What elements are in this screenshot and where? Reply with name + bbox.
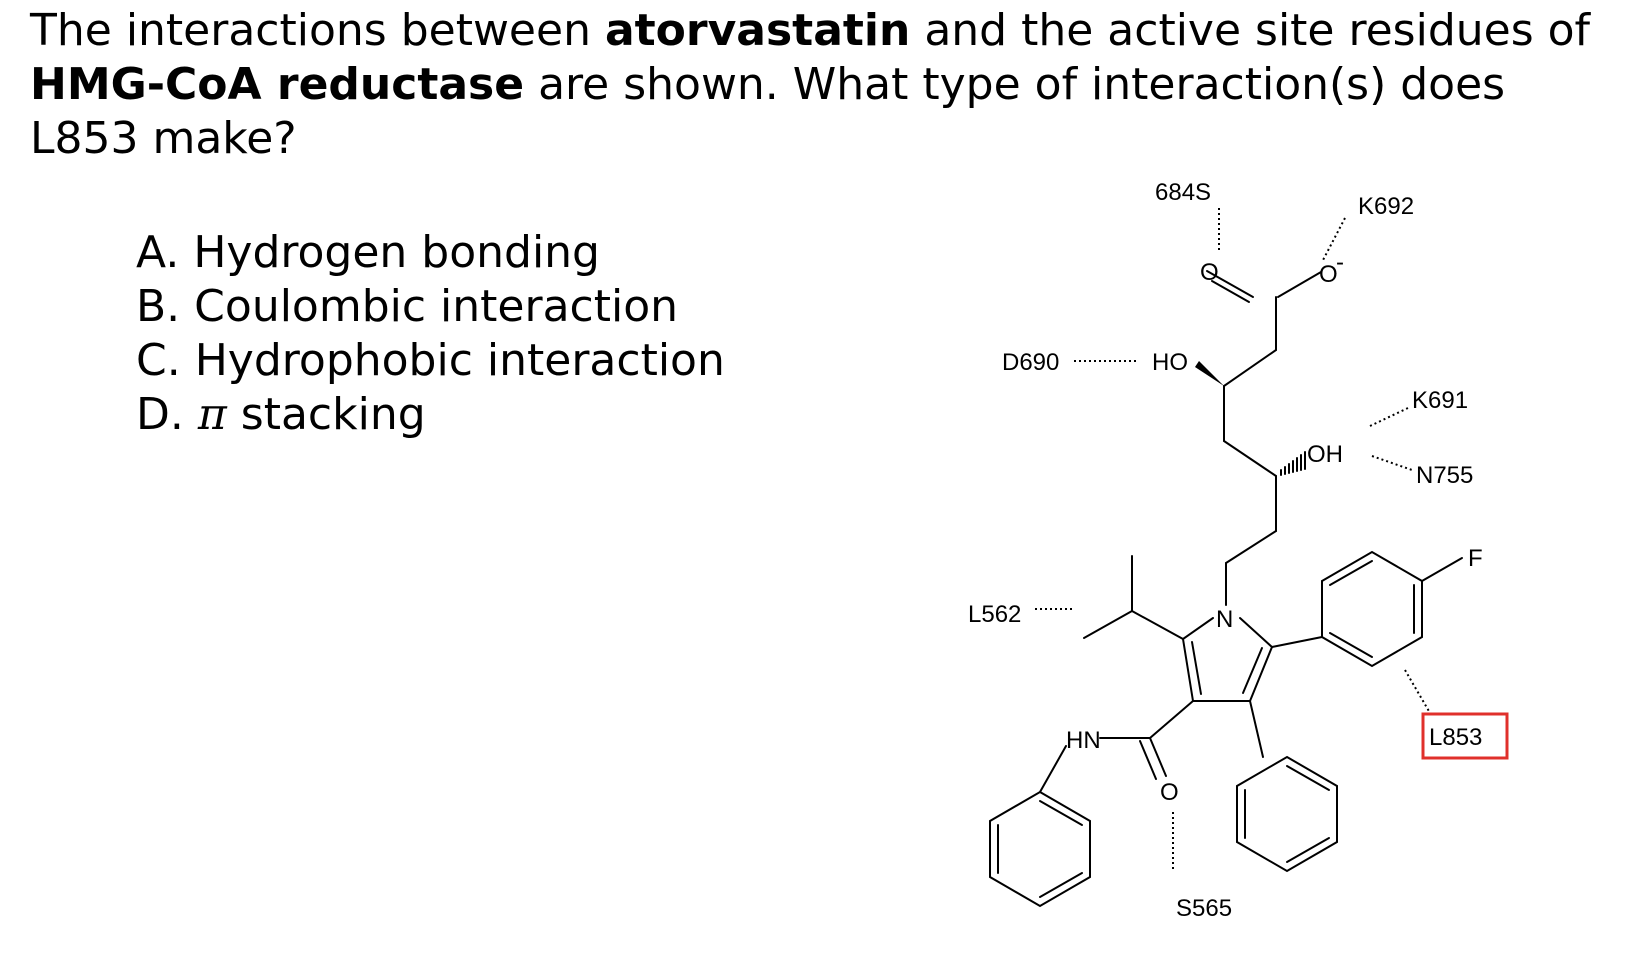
option-label: Hydrophobic interaction — [194, 335, 725, 386]
residue-l853: L853 — [1429, 724, 1482, 751]
residue-d690: D690 — [1002, 349, 1059, 376]
carboxylate-oxygen-label: O — [1319, 261, 1338, 288]
option-letter: B. — [136, 281, 181, 332]
option-letter: C. — [136, 335, 181, 386]
option-a[interactable]: A. Hydrogen bonding — [136, 226, 725, 280]
option-label: Coulombic interaction — [194, 281, 678, 332]
question-text: The interactions between atorvastatin an… — [30, 4, 1620, 166]
carboxylate-group — [1206, 270, 1322, 351]
amide-oxygen-label: O — [1160, 779, 1179, 806]
residue-l562: L562 — [968, 601, 1021, 628]
wedge-bond — [1195, 361, 1224, 386]
question-part-2: and the active site residues of — [910, 5, 1591, 56]
c-phenyl-ring — [1236, 700, 1338, 873]
option-c[interactable]: C. Hydrophobic interaction — [136, 334, 725, 388]
fluorine-label: F — [1468, 545, 1483, 572]
carbonyl-oxygen-label: O — [1200, 259, 1219, 286]
option-label: Hydrogen bonding — [193, 227, 600, 278]
answer-options: A. Hydrogen bonding B. Coulombic interac… — [136, 226, 725, 442]
n-phenyl-ring — [989, 790, 1091, 908]
residue-s565: S565 — [1176, 895, 1232, 922]
question-part-1: The interactions between — [30, 5, 605, 56]
residue-k691: K691 — [1412, 387, 1468, 414]
l853-highlight-box — [1421, 712, 1509, 760]
side-chain — [1195, 349, 1306, 606]
hydroxyl-oh-label: OH — [1307, 441, 1343, 468]
pi-symbol: π — [197, 389, 227, 440]
drug-name: atorvastatin — [604, 5, 911, 56]
residue-n755: N755 — [1416, 462, 1473, 489]
amide-hn-label: HN — [1066, 727, 1101, 754]
fluorophenyl-ring — [1271, 550, 1463, 668]
negative-charge: - — [1336, 249, 1344, 276]
option-label: stacking — [240, 389, 426, 440]
option-d[interactable]: D. π stacking — [136, 388, 725, 442]
residue-s684: 684S — [1155, 179, 1211, 206]
hashed-wedge — [1280, 451, 1306, 476]
pyrrole-nitrogen-label: N — [1216, 606, 1233, 633]
option-letter: D. — [136, 389, 184, 440]
residue-k692: K692 — [1358, 193, 1414, 220]
option-letter: A. — [136, 227, 180, 278]
interaction-lines — [1035, 208, 1431, 870]
hydroxyl-ho-label: HO — [1152, 349, 1188, 376]
question-part-3: are shown. What type of interaction(s) d… — [30, 59, 1506, 164]
pyrrole-ring — [1182, 617, 1273, 702]
enzyme-name: HMG-CoA reductase — [30, 59, 525, 110]
amide-group — [1039, 700, 1194, 793]
option-b[interactable]: B. Coulombic interaction — [136, 280, 725, 334]
isopropyl-group — [1083, 555, 1184, 640]
